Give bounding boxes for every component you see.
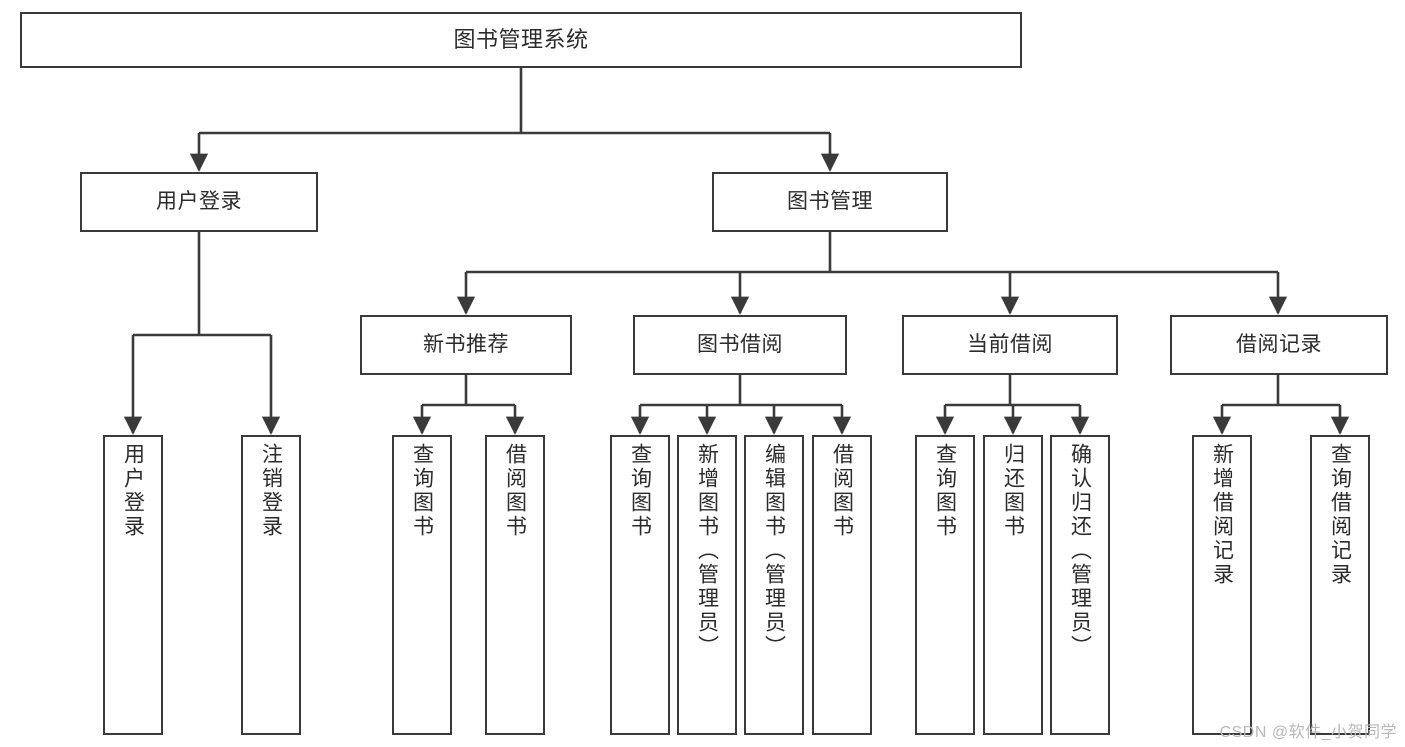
node-user-login-label: 用户登录 [156,189,242,213]
node-leaf-edit-book[interactable]: 编辑图书（管理员） [744,435,804,735]
node-leaf-query-book-2[interactable]: 查询图书 [610,435,670,735]
node-leaf-user-login-label: 用户登录 [121,443,145,539]
node-leaf-query-book-3[interactable]: 查询图书 [915,435,975,735]
node-leaf-query-book-1-label: 查询图书 [410,443,434,539]
node-leaf-query-record-label: 查询借阅记录 [1328,443,1352,587]
node-leaf-query-book-2-label: 查询图书 [628,443,652,539]
node-leaf-query-record[interactable]: 查询借阅记录 [1310,435,1370,735]
node-leaf-logout-login[interactable]: 注销登录 [241,435,301,735]
node-leaf-query-book-3-label: 查询图书 [933,443,957,539]
node-borrow-record[interactable]: 借阅记录 [1170,315,1388,375]
node-leaf-borrow-book-1[interactable]: 借阅图书 [485,435,545,735]
node-new-book-recommend-label: 新书推荐 [423,332,509,356]
node-leaf-user-login[interactable]: 用户登录 [103,435,163,735]
node-leaf-add-record-label: 新增借阅记录 [1210,443,1234,587]
node-root-label: 图书管理系统 [453,27,589,53]
node-leaf-borrow-book-2-label: 借阅图书 [830,443,854,539]
node-leaf-confirm-return[interactable]: 确认归还（管理员） [1050,435,1110,735]
node-leaf-add-book[interactable]: 新增图书（管理员） [677,435,737,735]
node-leaf-borrow-book-1-label: 借阅图书 [503,443,527,539]
node-book-borrow-label: 图书借阅 [697,332,783,356]
node-leaf-borrow-book-2[interactable]: 借阅图书 [812,435,872,735]
node-borrow-record-label: 借阅记录 [1236,332,1322,356]
node-current-borrow-label: 当前借阅 [967,332,1053,356]
node-root[interactable]: 图书管理系统 [20,12,1022,68]
node-new-book-recommend[interactable]: 新书推荐 [360,315,572,375]
csdn-watermark: CSDN @软件_小贺同学 [1219,724,1397,741]
node-leaf-return-book-label: 归还图书 [1001,443,1025,539]
node-book-manage[interactable]: 图书管理 [712,172,948,232]
node-current-borrow[interactable]: 当前借阅 [902,315,1118,375]
node-leaf-query-book-1[interactable]: 查询图书 [392,435,452,735]
node-leaf-edit-book-label: 编辑图书（管理员） [762,443,786,659]
node-book-borrow[interactable]: 图书借阅 [633,315,847,375]
node-leaf-logout-login-label: 注销登录 [259,443,283,539]
node-leaf-return-book[interactable]: 归还图书 [983,435,1043,735]
node-leaf-add-book-label: 新增图书（管理员） [695,443,719,659]
node-book-manage-label: 图书管理 [787,189,873,213]
node-user-login[interactable]: 用户登录 [80,172,318,232]
node-leaf-add-record[interactable]: 新增借阅记录 [1192,435,1252,735]
node-leaf-confirm-return-label: 确认归还（管理员） [1068,443,1092,659]
